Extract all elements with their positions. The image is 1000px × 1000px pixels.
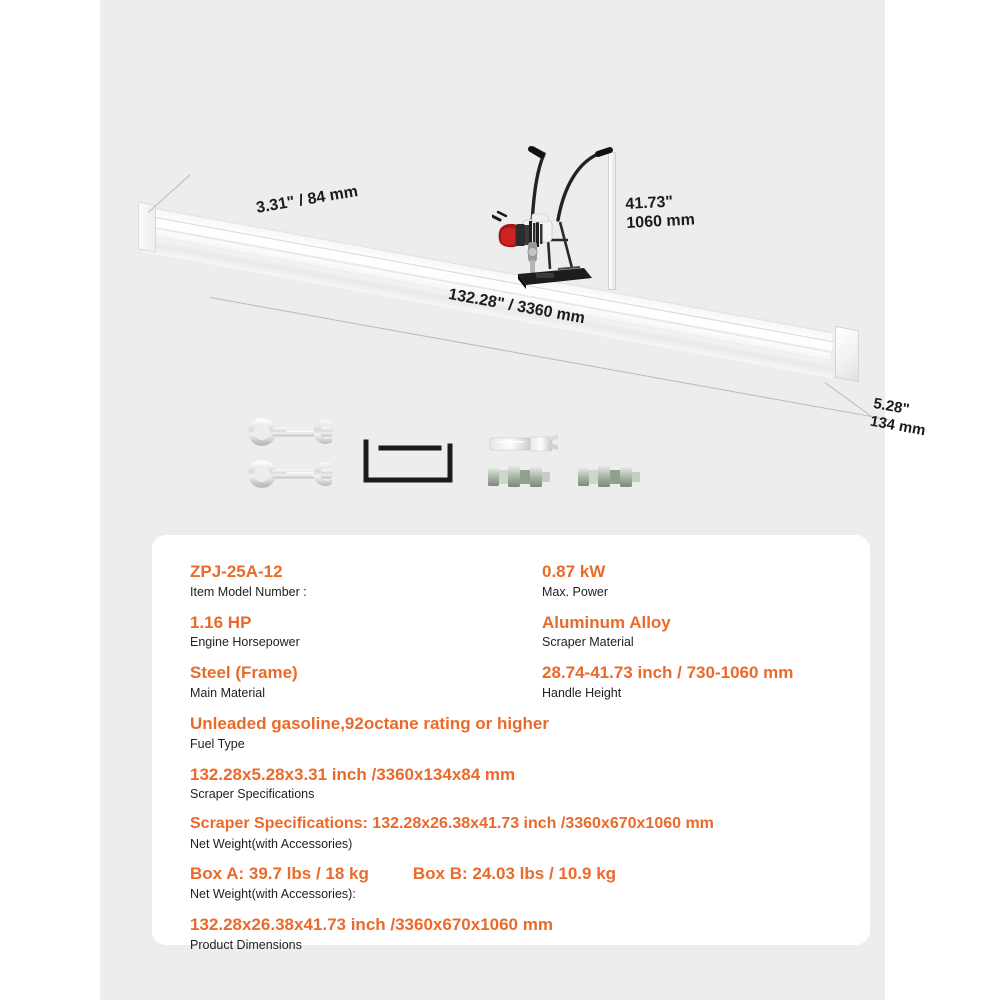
spec-value-box-b: Box B: 24.03 lbs / 10.9 kg xyxy=(412,864,617,884)
spec-item-scraper-material: Aluminum Alloy Scraper Material xyxy=(542,612,836,652)
dimension-label-depth: 3.31" / 84 mm xyxy=(255,183,359,219)
height-measure-bar xyxy=(608,152,616,290)
hex-key-icon xyxy=(363,439,453,483)
bolt-assembly-1-icon xyxy=(488,466,550,487)
spec-row: 1.16 HP Engine Horsepower Aluminum Alloy… xyxy=(190,612,836,652)
spec-value: Aluminum Alloy xyxy=(542,612,671,632)
spec-label: Item Model Number : xyxy=(190,584,307,599)
spec-item-scraper-specifications: 132.28x5.28x3.31 inch /3360x134x84 mm Sc… xyxy=(190,764,836,804)
spec-item-box-weights: Box A: 39.7 lbs / 18 kg Box B: 24.03 lbs… xyxy=(190,863,836,903)
combination-wrench-1-icon xyxy=(248,418,333,446)
spec-row: ZPJ-25A-12 Item Model Number : 0.87 kW M… xyxy=(190,561,836,601)
spark-plug-socket-icon xyxy=(489,434,558,452)
dimension-label-width: 5.28" 134 mm xyxy=(869,395,930,440)
bolt-assembly-2-icon xyxy=(578,466,640,487)
product-illustration: 3.31" / 84 mm 41.73" 1060 mm 132.28" / 3… xyxy=(100,0,927,525)
spec-item-max-power: 0.87 kW Max. Power xyxy=(542,561,836,601)
accessories-group xyxy=(248,418,640,488)
dimension-depth-line1: 3.31" / 84 mm xyxy=(255,183,360,217)
spec-item-handle-height: 28.74-41.73 inch / 730-1060 mm Handle He… xyxy=(542,662,836,702)
spec-value: 0.87 kW xyxy=(542,562,606,581)
combination-wrench-2-icon xyxy=(248,460,333,488)
spec-value: Unleaded gasoline,92octane rating or hig… xyxy=(190,713,549,733)
spec-value: 1.16 HP xyxy=(190,612,252,632)
spec-value: ZPJ-25A-12 xyxy=(190,562,283,581)
spec-label: Fuel Type xyxy=(190,736,245,751)
spec-label: Product Dimensions xyxy=(190,937,302,952)
leader-line-depth xyxy=(148,174,191,213)
spec-item-net-weight-accessories: Scraper Specifications: 132.28x26.38x41.… xyxy=(190,814,836,852)
spec-label: Max. Power xyxy=(542,584,608,599)
spec-label: Handle Height xyxy=(542,686,622,700)
spec-item-engine-horsepower: 1.16 HP Engine Horsepower xyxy=(190,612,542,652)
spec-label: Scraper Material xyxy=(542,635,634,650)
power-screed-machine-icon xyxy=(492,146,613,289)
spec-row: Steel (Frame) Main Material 28.74-41.73 … xyxy=(190,662,836,702)
spec-label: Engine Horsepower xyxy=(190,635,300,650)
spec-label: Net Weight(with Accessories) xyxy=(190,836,353,851)
dimension-label-height: 41.73" 1060 mm xyxy=(625,192,695,233)
spec-label: Main Material xyxy=(190,686,266,700)
spec-label: Net Weight(with Accessories): xyxy=(190,887,356,902)
spec-item-product-dimensions: 132.28x26.38x41.73 inch /3360x670x1060 m… xyxy=(190,914,836,954)
spec-value: Scraper Specifications: 132.28x26.38x41.… xyxy=(190,815,714,833)
spec-value: Steel (Frame) xyxy=(190,663,298,683)
specifications-card: ZPJ-25A-12 Item Model Number : 0.87 kW M… xyxy=(152,535,870,952)
spec-item-model-number: ZPJ-25A-12 Item Model Number : xyxy=(190,561,542,601)
spec-item-fuel-type: Unleaded gasoline,92octane rating or hig… xyxy=(190,713,836,753)
spec-item-main-material: Steel (Frame) Main Material xyxy=(190,662,542,702)
spec-value: 132.28x5.28x3.31 inch /3360x134x84 mm xyxy=(190,764,516,784)
dimension-height-line2: 1060 mm xyxy=(625,211,696,232)
spec-value: 28.74-41.73 inch / 730-1060 mm xyxy=(542,663,794,683)
spec-value-box-a: Box A: 39.7 lbs / 18 kg xyxy=(190,864,369,884)
spec-label: Scraper Specifications xyxy=(190,787,315,802)
spec-value: 132.28x26.38x41.73 inch /3360x670x1060 m… xyxy=(190,915,553,935)
